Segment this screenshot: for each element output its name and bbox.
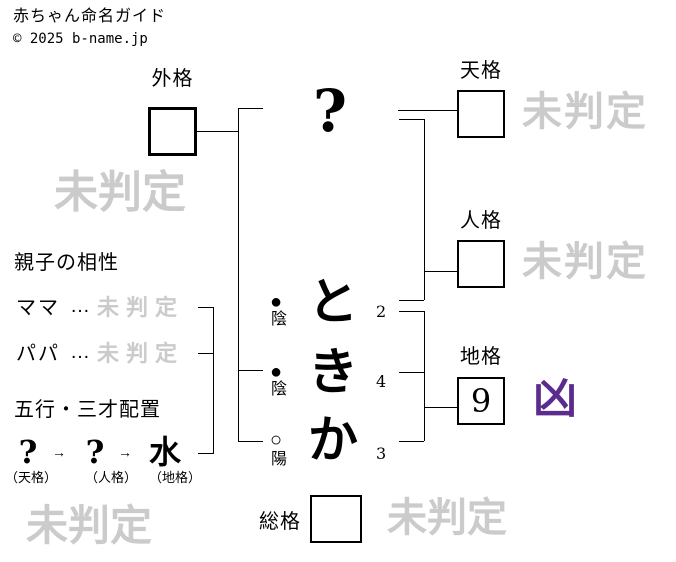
tenkaku-label: 天格: [460, 60, 502, 82]
chikaku-bracket-tick-ka: [399, 441, 424, 442]
soukaku-label: 総格: [259, 511, 301, 533]
jinkaku-box: [457, 240, 505, 288]
chikaku-bracket-tick-ki: [399, 372, 424, 373]
yang-mark-ka: ○: [270, 429, 283, 451]
chikaku-value: 9: [470, 382, 492, 420]
name-character-ki: き: [308, 342, 358, 401]
soukaku-box: [310, 495, 362, 543]
gaikaku-bracket-tick-surname: [238, 108, 263, 109]
gaikaku-bracket-tick-ki: [238, 370, 263, 371]
jinkaku-box-connector-line: [424, 271, 457, 272]
compatibility-bracket-vertical-line: [213, 307, 214, 454]
yang-label-ka: 陽: [271, 451, 288, 468]
chikaku-result-kyou: 凶: [533, 373, 577, 424]
compatibility-bracket-tick-mama: [198, 307, 213, 308]
gogyou-sublabel-chikaku: （地格）: [148, 470, 201, 485]
gogyou-arrow-1: →: [52, 444, 66, 460]
gogyou-element-tenkaku: ?: [18, 433, 38, 471]
sansai-result-watermark: 未判定: [26, 501, 153, 550]
gogyou-sublabel-jinkaku: （人格）: [84, 470, 137, 485]
papa-separator-dots: …: [70, 341, 90, 363]
mama-label: ママ: [16, 297, 60, 319]
compatibility-bracket-tick-papa: [198, 353, 213, 354]
chikaku-bracket-tick-to: [399, 311, 424, 312]
jinkaku-label: 人格: [460, 210, 502, 232]
jinkaku-bracket-tick-to: [399, 300, 424, 301]
chikaku-box-connector-line: [424, 407, 457, 408]
jinkaku-result-watermark: 未判定: [522, 238, 648, 285]
gogyou-element-chikaku: 水: [148, 433, 181, 471]
stroke-count-to: 2: [376, 302, 387, 321]
gaikaku-bracket-vertical-line: [238, 108, 239, 441]
jinkaku-bracket-vertical-line: [424, 119, 425, 300]
yin-label-to: 陰: [271, 311, 288, 328]
chikaku-bracket-vertical-line: [424, 311, 425, 441]
yin-mark-ki: ●: [270, 361, 283, 383]
page-title: 赤ちゃん命名ガイド: [13, 8, 167, 25]
gaikaku-bracket-tick-ka: [238, 441, 263, 442]
gaikaku-box: [148, 107, 197, 156]
gaikaku-label: 外格: [151, 68, 194, 90]
gogyou-sublabel-tenkaku: （天格）: [4, 470, 57, 485]
gogyou-element-jinkaku: ?: [85, 433, 105, 471]
copyright-text: © 2025 b-name.jp: [13, 31, 148, 47]
tenkaku-result-watermark: 未判定: [522, 88, 648, 135]
name-character-to: と: [308, 272, 358, 331]
mama-result-watermark: 未判定: [97, 295, 185, 321]
yin-mark-to: ●: [270, 291, 283, 313]
stroke-count-ka: 3: [376, 444, 387, 463]
tenkaku-connector-line: [398, 110, 457, 111]
chikaku-label: 地格: [460, 346, 502, 368]
chikaku-box: 9: [457, 377, 505, 425]
gogyou-arrow-2: →: [118, 444, 132, 460]
tenkaku-box: [457, 90, 505, 138]
mama-separator-dots: …: [70, 295, 90, 317]
name-character-ka: か: [308, 410, 358, 469]
gaikaku-result-watermark: 未判定: [54, 167, 186, 218]
gaikaku-box-connector-line: [197, 131, 238, 132]
yin-label-ki: 陰: [271, 381, 288, 398]
compatibility-heading: 親子の相性: [14, 252, 119, 274]
stroke-count-ki: 4: [376, 372, 387, 391]
soukaku-result-watermark: 未判定: [387, 494, 507, 541]
compatibility-bracket-tick-gogyou: [198, 453, 213, 454]
papa-result-watermark: 未判定: [97, 341, 185, 367]
jinkaku-bracket-tick-surname: [399, 119, 424, 120]
surname-character: ?: [313, 77, 347, 145]
papa-label: パパ: [16, 343, 60, 365]
gogyou-heading: 五行・三才配置: [14, 399, 161, 421]
